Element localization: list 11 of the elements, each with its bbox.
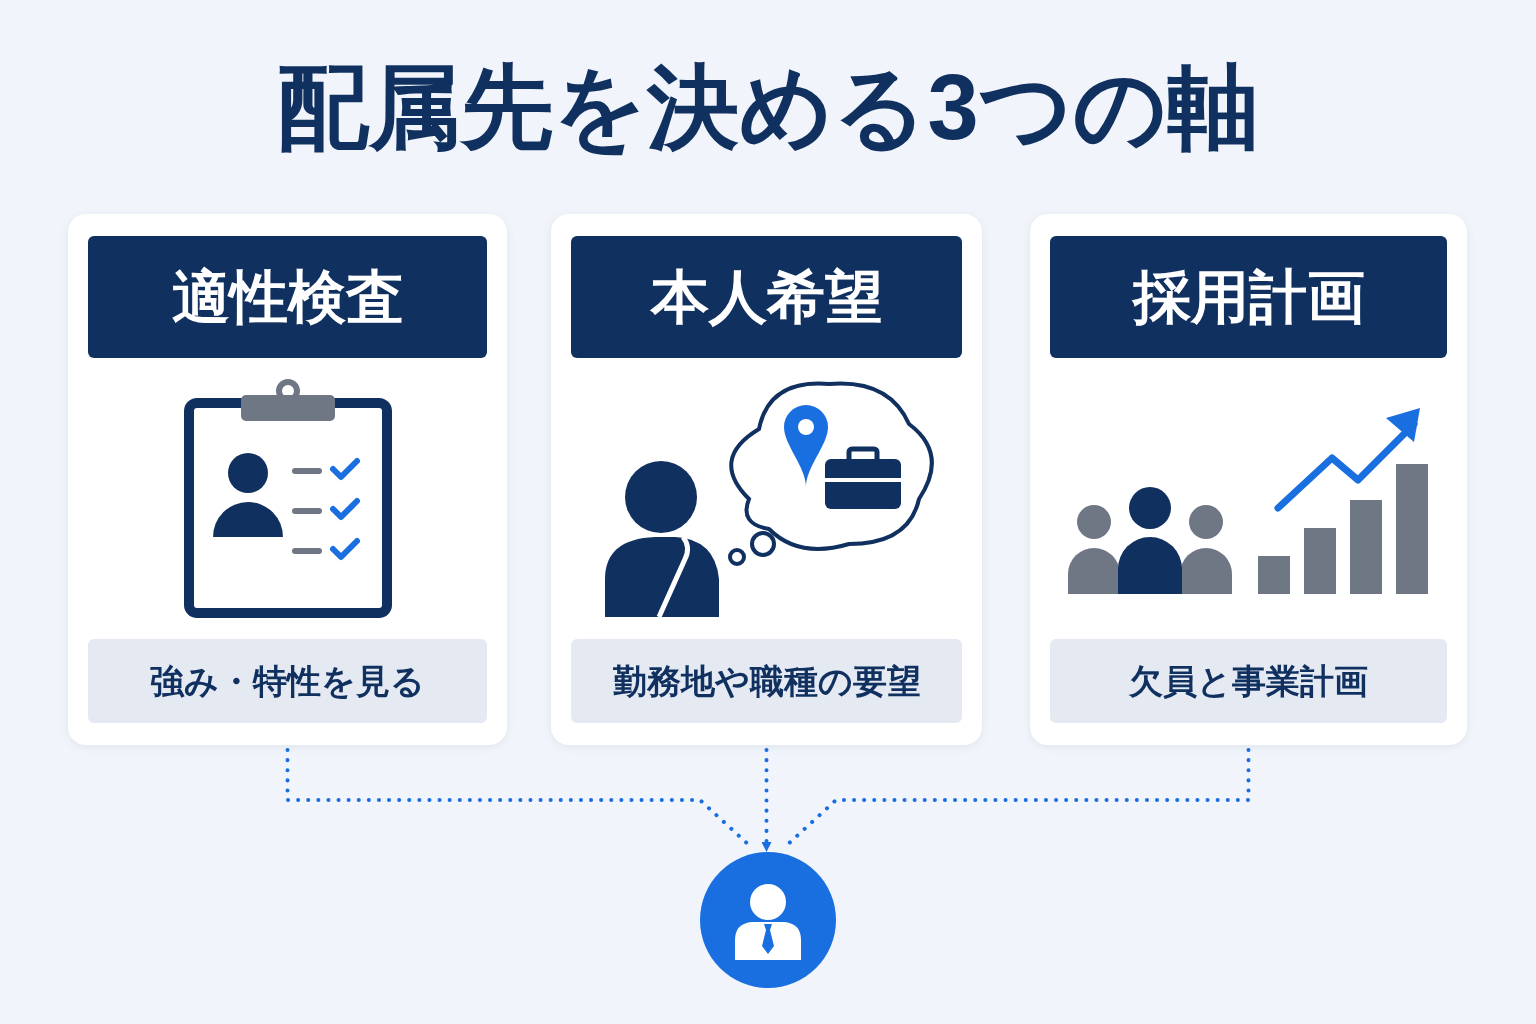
title: 配属先を決める3つの軸 bbox=[276, 55, 1260, 160]
category-card bbox=[551, 214, 982, 745]
category-card bbox=[1030, 214, 1467, 745]
card-caption: 勤務地や職種の要望 bbox=[571, 639, 962, 723]
card-heading: 本人希望 bbox=[571, 236, 962, 358]
card-heading: 適性検査 bbox=[88, 236, 487, 358]
category-card bbox=[68, 214, 507, 745]
card-heading: 採用計画 bbox=[1050, 236, 1447, 358]
card-caption: 強み・特性を見る bbox=[88, 639, 487, 723]
dotted-arrow bbox=[761, 748, 772, 852]
card-caption: 欠員と事業計画 bbox=[1050, 639, 1447, 723]
